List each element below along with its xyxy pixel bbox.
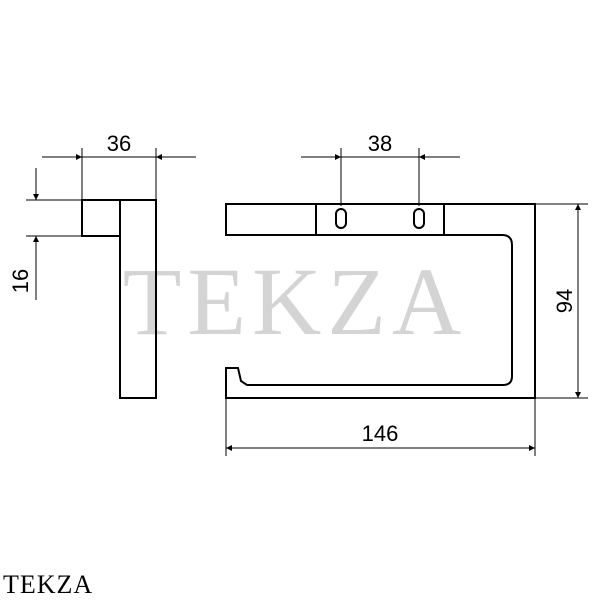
mounting-plate xyxy=(315,203,445,236)
total-height-label: 94 xyxy=(552,289,577,313)
side-width-label: 36 xyxy=(107,131,131,156)
total-length-label: 146 xyxy=(362,421,399,446)
watermark: TEKZA xyxy=(123,248,468,355)
mount-hole-right xyxy=(413,208,425,229)
side-view: 36 16 xyxy=(8,131,196,399)
front-view-outline xyxy=(225,203,536,399)
side-view-body xyxy=(119,199,157,399)
side-view-mount-plate xyxy=(81,199,121,237)
side-height-label: 16 xyxy=(8,269,33,293)
front-view: 38 94 146 xyxy=(225,131,588,456)
hole-spacing-label: 38 xyxy=(368,131,392,156)
brand-logo: TEKZA xyxy=(3,570,93,599)
mount-hole-left xyxy=(335,208,347,229)
